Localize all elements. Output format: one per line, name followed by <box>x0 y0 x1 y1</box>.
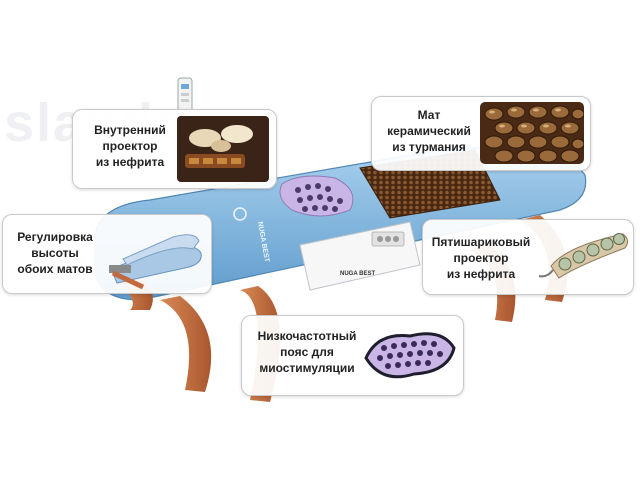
callout-height-adjust: Регулировка высоты обоих матов <box>2 214 212 294</box>
callout-low-freq-belt: Низкочастотный пояс для миостимуляции <box>241 315 464 396</box>
callout-ceramic-mat-label: Мат керамический из турмания <box>387 108 471 154</box>
leg-front-left <box>160 296 212 392</box>
height-adjust-image <box>109 234 202 289</box>
inner-projector-image <box>177 116 269 182</box>
brand-logo-icon <box>233 207 247 221</box>
callout-height-adjust-label: Регулировка высоты обоих матов <box>17 230 93 276</box>
tourmaline-stones-image <box>480 102 584 164</box>
callout-inner-projector: Внутренний проектор из нефрита <box>72 109 277 189</box>
callout-low-freq-belt-label: Низкочастотный пояс для миостимуляции <box>257 329 357 375</box>
callout-five-ball-projector-label: Пятишариковый проектор из нефрита <box>431 235 531 281</box>
low-freq-belt-image <box>364 332 456 379</box>
five-ball-projector-image <box>538 233 629 279</box>
callout-five-ball-projector: Пятишариковый проектор из нефрита <box>422 219 634 295</box>
panel-brand: NUGA BEST <box>340 271 375 277</box>
pillow-pad <box>279 175 354 217</box>
callout-ceramic-mat: Мат керамический из турмания <box>371 96 591 171</box>
callout-inner-projector-label: Внутренний проектор из нефрита <box>94 123 166 169</box>
